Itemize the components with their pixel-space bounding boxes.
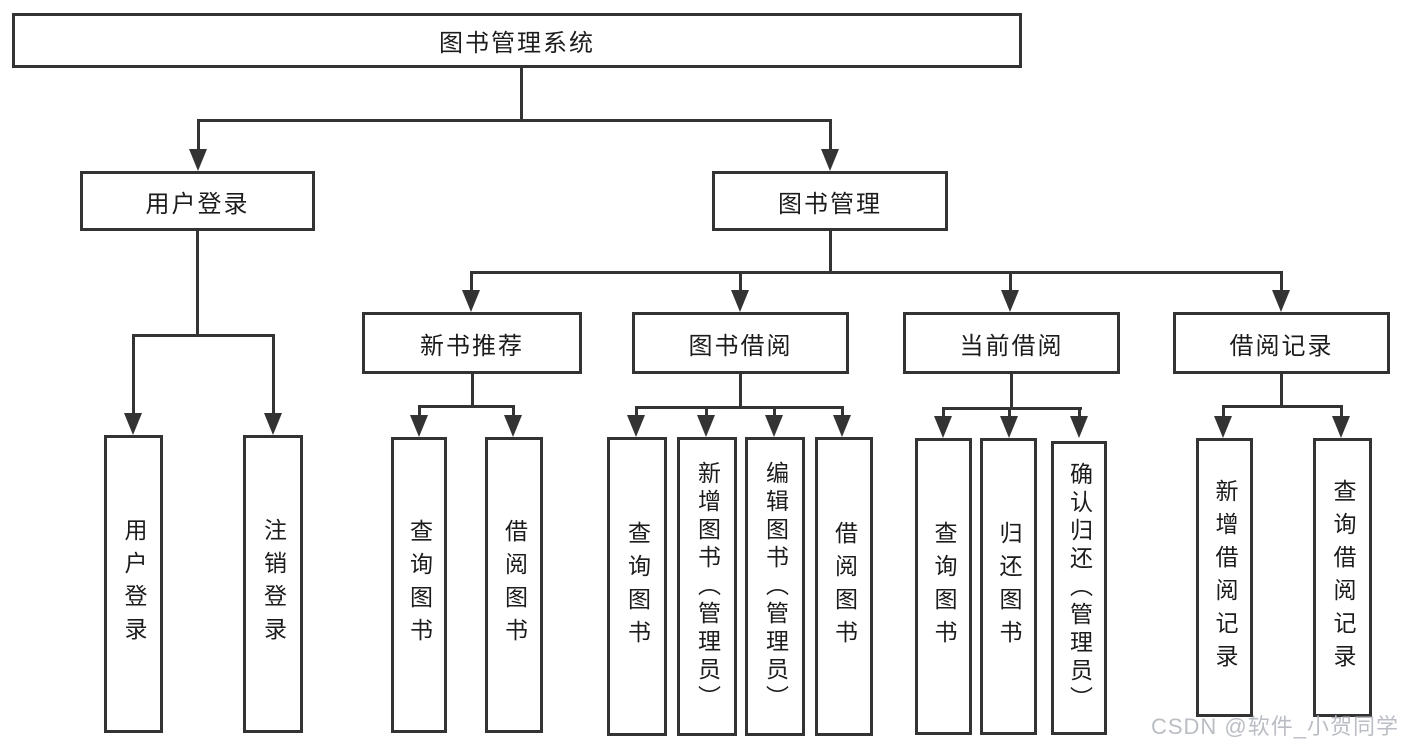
- arrow-to-add-books-admin: [697, 406, 715, 437]
- connector-root-stem: [520, 68, 523, 120]
- arrow-to-user-login: [189, 119, 207, 171]
- node-label: 注销登录: [260, 518, 287, 650]
- arrow-to-query-books-2: [627, 406, 645, 437]
- arrow-to-book-management: [821, 119, 839, 171]
- arrow-to-return-books: [1000, 407, 1018, 438]
- node-label: 借阅图书: [831, 520, 858, 653]
- connector-new-book-stem: [471, 374, 474, 406]
- connector-borrowing-records-rail: [1222, 405, 1343, 408]
- node-label: 确认归还（管理员）: [1066, 462, 1093, 714]
- connector-book-borrowing-rail: [635, 406, 844, 409]
- node-borrow-books-recommend: 借阅图书: [485, 437, 543, 733]
- node-add-books-admin: 新增图书（管理员）: [677, 437, 737, 736]
- node-return-books: 归还图书: [980, 438, 1037, 735]
- arrow-to-borrowing-records: [1272, 271, 1290, 312]
- node-query-books-recommend: 查询图书: [391, 437, 447, 733]
- arrow-to-borrow-books-2: [833, 406, 851, 437]
- connector-root-rail: [197, 119, 832, 122]
- node-confirm-return-admin: 确认归还（管理员）: [1051, 441, 1107, 735]
- arrow-to-new-book-recommendation: [462, 271, 480, 312]
- node-label: 查询图书: [624, 520, 651, 653]
- node-label: 查询图书: [931, 520, 957, 653]
- node-root-book-management-system: 图书管理系统: [12, 13, 1022, 68]
- node-borrow-books-borrowing: 借阅图书: [815, 437, 873, 736]
- node-label: 图书借阅: [688, 332, 793, 360]
- node-current-borrowing: 当前借阅: [903, 312, 1120, 374]
- node-label: 用户登录: [121, 518, 147, 650]
- connector-book-mgmt-stem: [829, 231, 832, 272]
- node-new-book-recommendation: 新书推荐: [362, 312, 582, 374]
- arrow-to-book-borrowing: [731, 271, 749, 312]
- node-label: 新书推荐: [420, 332, 524, 360]
- node-label: 图书管理系统: [439, 30, 595, 57]
- node-edit-books-admin: 编辑图书（管理员）: [745, 437, 805, 736]
- connector-current-borrowing-rail: [942, 407, 1082, 410]
- connector-book-mgmt-rail: [470, 271, 1282, 274]
- arrow-to-current-borrowing: [1001, 271, 1019, 312]
- node-label: 新增借阅记录: [1212, 478, 1238, 677]
- node-label: 编辑图书（管理员）: [762, 460, 789, 713]
- arrow-to-query-books-1: [410, 405, 428, 437]
- connector-current-borrowing-stem: [1010, 374, 1013, 408]
- node-label: 当前借阅: [959, 332, 1064, 360]
- node-label: 借阅图书: [501, 519, 528, 651]
- node-borrowing-records: 借阅记录: [1173, 312, 1390, 374]
- connector-book-borrowing-stem: [739, 374, 742, 407]
- arrow-to-add-borrow-record: [1214, 405, 1232, 438]
- node-add-borrow-record: 新增借阅记录: [1196, 438, 1253, 717]
- node-label: 查询借阅记录: [1330, 478, 1356, 677]
- arrow-to-user-login-leaf: [124, 334, 142, 435]
- node-label: 用户登录: [145, 190, 250, 218]
- arrow-to-edit-books-admin: [765, 406, 783, 437]
- node-label: 借阅记录: [1229, 332, 1334, 360]
- node-book-management: 图书管理: [712, 171, 948, 231]
- node-label: 查询图书: [406, 519, 433, 651]
- node-label: 新增图书（管理员）: [694, 460, 721, 713]
- node-logout-leaf: 注销登录: [243, 435, 303, 733]
- arrow-to-query-borrow-record: [1332, 405, 1350, 438]
- node-label: 图书管理: [778, 190, 882, 218]
- node-user-login-leaf: 用户登录: [104, 435, 163, 733]
- node-query-books-borrowing: 查询图书: [607, 437, 667, 736]
- node-query-borrow-record: 查询借阅记录: [1313, 438, 1372, 717]
- connector-borrowing-records-stem: [1280, 374, 1283, 406]
- csdn-watermark: CSDN @软件_小贺同学: [1150, 714, 1399, 739]
- node-query-books-current: 查询图书: [915, 438, 972, 735]
- arrow-to-confirm-return-admin: [1070, 407, 1088, 438]
- connector-user-login-stem: [196, 231, 199, 336]
- connector-user-login-rail: [132, 334, 275, 337]
- arrow-to-logout-leaf: [264, 334, 282, 435]
- connector-new-book-rail: [418, 405, 515, 408]
- node-label: 归还图书: [996, 520, 1022, 653]
- arrow-to-borrow-books-1: [504, 405, 522, 437]
- node-user-login: 用户登录: [80, 171, 315, 231]
- node-book-borrowing: 图书借阅: [632, 312, 849, 374]
- arrow-to-query-books-3: [934, 407, 952, 438]
